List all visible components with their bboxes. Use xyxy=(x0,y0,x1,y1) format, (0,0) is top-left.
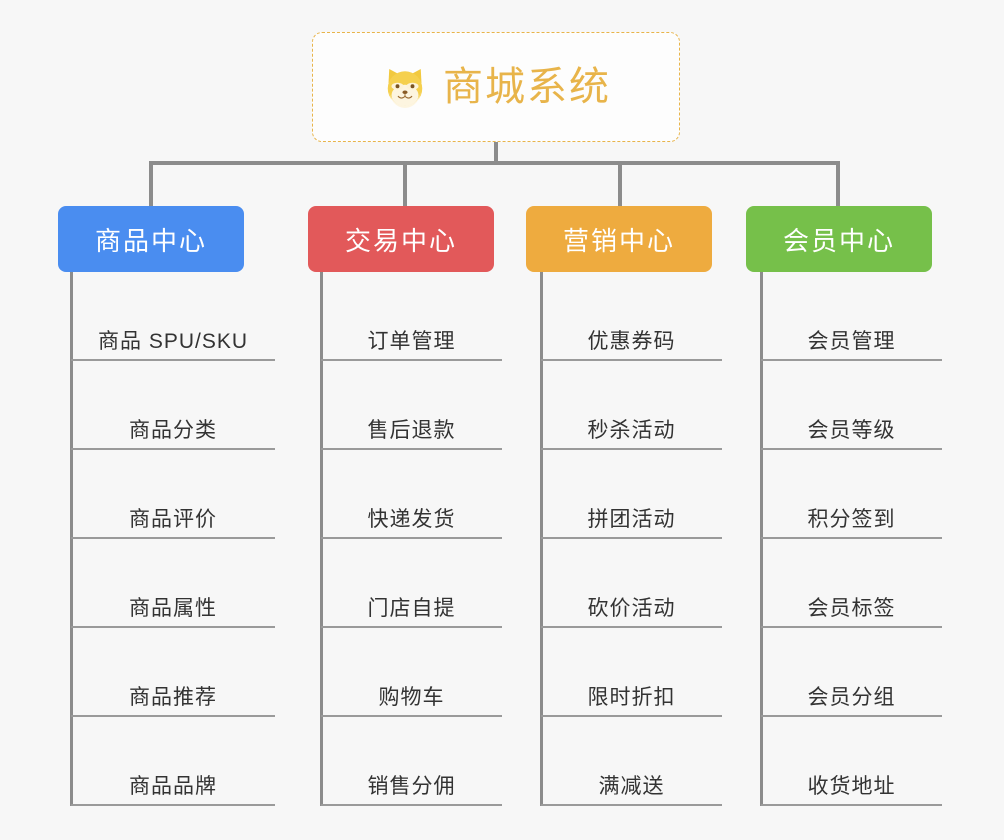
leaf-spine xyxy=(540,272,543,806)
connector-drop-3 xyxy=(618,161,622,206)
leaf-spine xyxy=(320,272,323,806)
leaf-item-label: 商品 SPU/SKU xyxy=(97,329,249,353)
leaf-item[interactable]: 售后退款 xyxy=(321,361,502,450)
leaf-spine xyxy=(70,272,73,806)
leaf-item-label: 秒杀活动 xyxy=(587,418,676,442)
category-label: 商品中心 xyxy=(94,225,207,256)
leaf-item[interactable]: 购物车 xyxy=(321,628,502,717)
leaf-item[interactable]: 限时折扣 xyxy=(541,628,722,717)
leaf-list: 会员管理会员等级积分签到会员标签会员分组收货地址 xyxy=(760,272,942,806)
leaf-item[interactable]: 商品 SPU/SKU xyxy=(71,272,275,361)
connector-bus xyxy=(150,161,840,165)
leaf-item-label: 限时折扣 xyxy=(587,685,676,709)
category-box-4[interactable]: 会员中心 xyxy=(746,206,932,272)
shiba-dog-icon xyxy=(381,63,429,111)
leaf-item[interactable]: 商品推荐 xyxy=(71,628,275,717)
leaf-item[interactable]: 会员管理 xyxy=(761,272,942,361)
leaf-item[interactable]: 优惠券码 xyxy=(541,272,722,361)
leaf-list: 优惠券码秒杀活动拼团活动砍价活动限时折扣满减送 xyxy=(540,272,722,806)
leaf-item-label: 商品分类 xyxy=(129,418,217,442)
category-label: 会员中心 xyxy=(782,225,895,256)
leaf-spine xyxy=(760,272,763,806)
leaf-item-label: 销售分佣 xyxy=(367,774,456,798)
leaf-item[interactable]: 快递发货 xyxy=(321,450,502,539)
leaf-item-label: 收货地址 xyxy=(807,774,896,798)
category-box-1[interactable]: 商品中心 xyxy=(58,206,244,272)
leaf-item[interactable]: 满减送 xyxy=(541,717,722,806)
leaf-item-label: 满减送 xyxy=(598,774,665,798)
leaf-item[interactable]: 商品评价 xyxy=(71,450,275,539)
category-box-3[interactable]: 营销中心 xyxy=(526,206,712,272)
leaf-item-label: 会员分组 xyxy=(807,685,896,709)
connector-drop-2 xyxy=(403,161,407,206)
leaf-item-label: 门店自提 xyxy=(367,596,456,620)
leaf-item[interactable]: 商品品牌 xyxy=(71,717,275,806)
leaf-item-label: 购物车 xyxy=(378,685,445,709)
leaf-item-label: 积分签到 xyxy=(807,507,896,531)
leaf-item[interactable]: 收货地址 xyxy=(761,717,942,806)
leaf-item[interactable]: 会员分组 xyxy=(761,628,942,717)
leaf-item[interactable]: 会员标签 xyxy=(761,539,942,628)
leaf-item-label: 优惠券码 xyxy=(587,329,676,353)
leaf-item-label: 订单管理 xyxy=(367,329,456,353)
leaf-item[interactable]: 砍价活动 xyxy=(541,539,722,628)
leaf-column-1: 商品 SPU/SKU 商品分类商品评价商品属性商品推荐商品品牌 xyxy=(70,272,275,806)
root-node[interactable]: 商城系统 xyxy=(312,32,680,142)
leaf-column-2: 订单管理售后退款快递发货门店自提购物车销售分佣 xyxy=(320,272,502,806)
leaf-item-label: 拼团活动 xyxy=(587,507,676,531)
leaf-item[interactable]: 会员等级 xyxy=(761,361,942,450)
leaf-item[interactable]: 商品属性 xyxy=(71,539,275,628)
connector-stem xyxy=(494,142,498,164)
leaf-item[interactable]: 积分签到 xyxy=(761,450,942,539)
leaf-item[interactable]: 商品分类 xyxy=(71,361,275,450)
leaf-item-label: 快递发货 xyxy=(367,507,456,531)
leaf-column-3: 优惠券码秒杀活动拼团活动砍价活动限时折扣满减送 xyxy=(540,272,722,806)
leaf-item-label: 售后退款 xyxy=(367,418,456,442)
leaf-item[interactable]: 订单管理 xyxy=(321,272,502,361)
leaf-item-label: 商品评价 xyxy=(129,507,217,531)
leaf-item-label: 会员标签 xyxy=(807,596,896,620)
category-label: 交易中心 xyxy=(344,225,457,256)
leaf-column-4: 会员管理会员等级积分签到会员标签会员分组收货地址 xyxy=(760,272,942,806)
leaf-item-label: 会员管理 xyxy=(807,329,896,353)
leaf-item-label: 会员等级 xyxy=(807,418,896,442)
leaf-item[interactable]: 拼团活动 xyxy=(541,450,722,539)
category-label: 营销中心 xyxy=(562,225,675,256)
category-box-2[interactable]: 交易中心 xyxy=(308,206,494,272)
leaf-item-label: 商品属性 xyxy=(129,596,217,620)
connector-drop-4 xyxy=(836,161,840,206)
leaf-item[interactable]: 销售分佣 xyxy=(321,717,502,806)
connector-drop-1 xyxy=(149,161,153,206)
leaf-list: 订单管理售后退款快递发货门店自提购物车销售分佣 xyxy=(320,272,502,806)
page-title: 商城系统 xyxy=(443,65,611,109)
leaf-item[interactable]: 门店自提 xyxy=(321,539,502,628)
leaf-item-label: 商品推荐 xyxy=(129,685,217,709)
leaf-list: 商品 SPU/SKU 商品分类商品评价商品属性商品推荐商品品牌 xyxy=(70,272,275,806)
leaf-item-label: 砍价活动 xyxy=(587,596,676,620)
leaf-item[interactable]: 秒杀活动 xyxy=(541,361,722,450)
leaf-item-label: 商品品牌 xyxy=(129,774,217,798)
